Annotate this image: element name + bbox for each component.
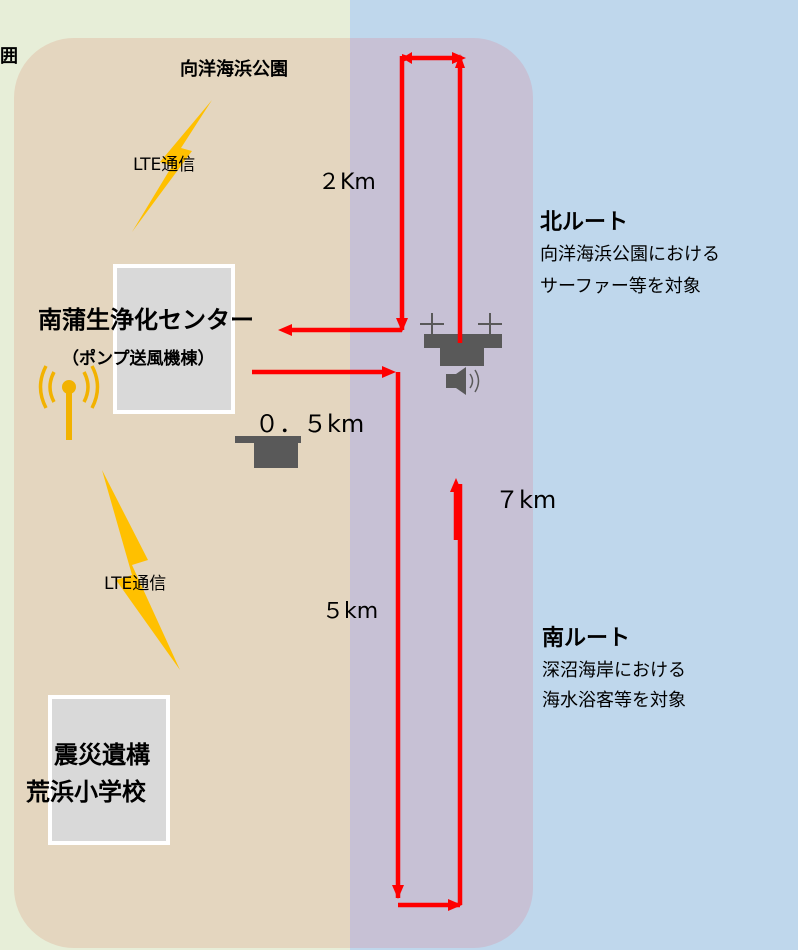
purification-center-building <box>113 264 235 414</box>
north-route-desc-line1: 向洋海浜公園における <box>540 244 720 265</box>
school-name-line2: 荒浜小学校 <box>26 778 146 806</box>
antenna-icon <box>38 365 100 440</box>
drone-icon <box>420 313 502 366</box>
school-building <box>48 695 170 845</box>
north-route-title: 北ルート <box>540 210 629 235</box>
center-subtitle: （ポンプ送風機棟） <box>62 349 215 369</box>
drone-icon <box>235 436 301 468</box>
distance-label-7km: ７km <box>495 486 557 514</box>
north-route-desc-line2: サーファー等を対象 <box>540 276 701 297</box>
south-route-desc-line2: 海水浴客等を対象 <box>542 690 686 711</box>
range-label-fragment: 囲 <box>0 46 18 67</box>
school-name-line1: 震災遺構 <box>54 741 150 769</box>
center-name: 南蒲生浄化センター <box>38 306 254 334</box>
south-route-title: 南ルート <box>542 626 631 651</box>
speaker-icon <box>446 367 480 395</box>
south-route-desc-line1: 深沼海岸における <box>542 660 686 681</box>
route-arrowheads <box>278 52 466 911</box>
lightning-icon <box>132 100 212 232</box>
distance-label-05km: ０．５km <box>255 410 365 438</box>
lte-label: LTE通信 <box>104 574 167 594</box>
lightning-icon <box>102 470 180 670</box>
distance-label-2km: ２Km <box>318 170 376 195</box>
lte-label: LTE通信 <box>133 155 196 175</box>
distance-label-5km: ５km <box>322 599 379 624</box>
park-title: 向洋海浜公園 <box>180 59 288 80</box>
